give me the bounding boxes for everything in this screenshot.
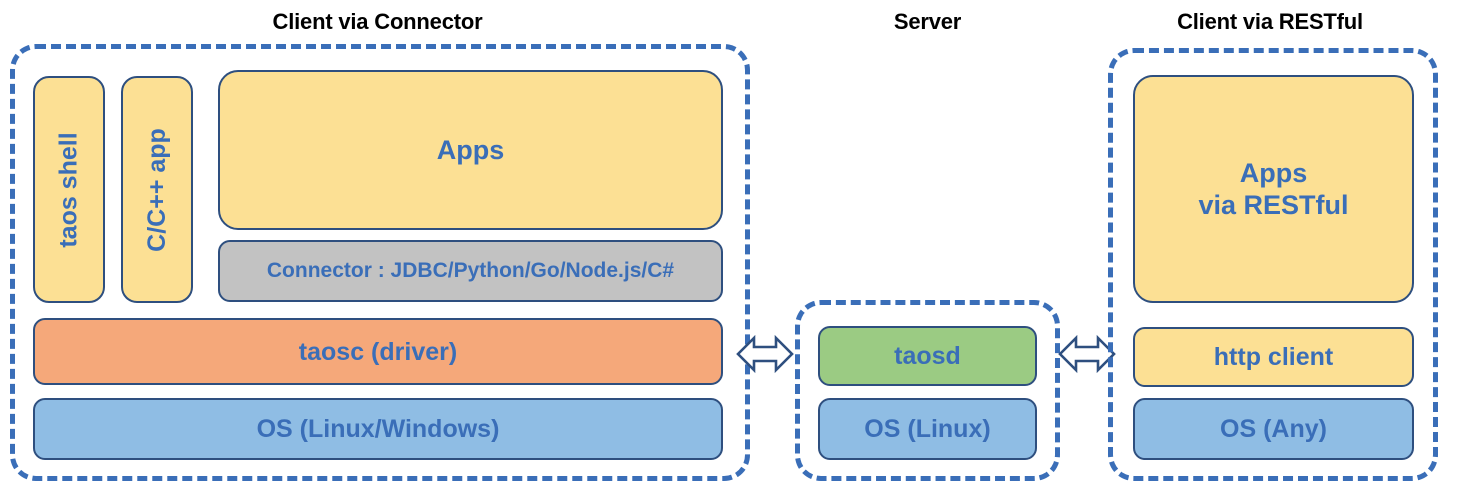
box-taosd[interactable]: taosd (818, 326, 1037, 386)
box-apps-via-restful-label-line2: via RESTful (1198, 190, 1349, 220)
group-client-via-connector (10, 44, 750, 481)
box-os-linux-windows-label: OS (Linux/Windows) (256, 415, 500, 443)
box-os-linux-windows[interactable]: OS (Linux/Windows) (33, 398, 723, 460)
double-headed-arrow-icon-left (736, 330, 794, 378)
box-taos-shell[interactable]: taos shell (33, 76, 105, 303)
section-title-server: Server (893, 9, 962, 34)
box-os-any-label: OS (Any) (1220, 415, 1327, 443)
box-c-cpp-app-label: C/C++ app (143, 127, 171, 252)
box-taosc-driver-label: taosc (driver) (298, 337, 458, 366)
box-taos-shell-label: taos shell (55, 131, 84, 248)
box-apps-connector[interactable]: Apps (218, 70, 723, 230)
box-os-any[interactable]: OS (Any) (1133, 398, 1414, 460)
box-os-linux[interactable]: OS (Linux) (818, 398, 1037, 460)
box-os-linux-label: OS (Linux) (864, 415, 991, 443)
box-apps-via-restful-label-line1: Apps (1239, 157, 1308, 188)
group-client-via-restful (1108, 48, 1438, 481)
box-c-cpp-app[interactable]: C/C++ app (121, 76, 193, 303)
box-connector-label: Connector : JDBC/Python/Go/Node.js/C# (266, 259, 675, 283)
group-server (795, 300, 1060, 481)
box-taosd-label: taosd (894, 342, 961, 370)
section-title-client-connector: Client via Connector (272, 9, 483, 34)
double-headed-arrow-icon-right (1058, 330, 1116, 378)
box-apps-connector-label: Apps (436, 134, 505, 165)
box-http-client[interactable]: http client (1133, 327, 1414, 387)
box-taosc-driver[interactable]: taosc (driver) (33, 318, 723, 385)
box-http-client-label: http client (1213, 343, 1334, 371)
box-connector[interactable]: Connector : JDBC/Python/Go/Node.js/C# (218, 240, 723, 302)
box-apps-via-restful[interactable]: Apps via RESTful (1133, 75, 1414, 303)
section-title-client-restful: Client via RESTful (1177, 9, 1363, 34)
